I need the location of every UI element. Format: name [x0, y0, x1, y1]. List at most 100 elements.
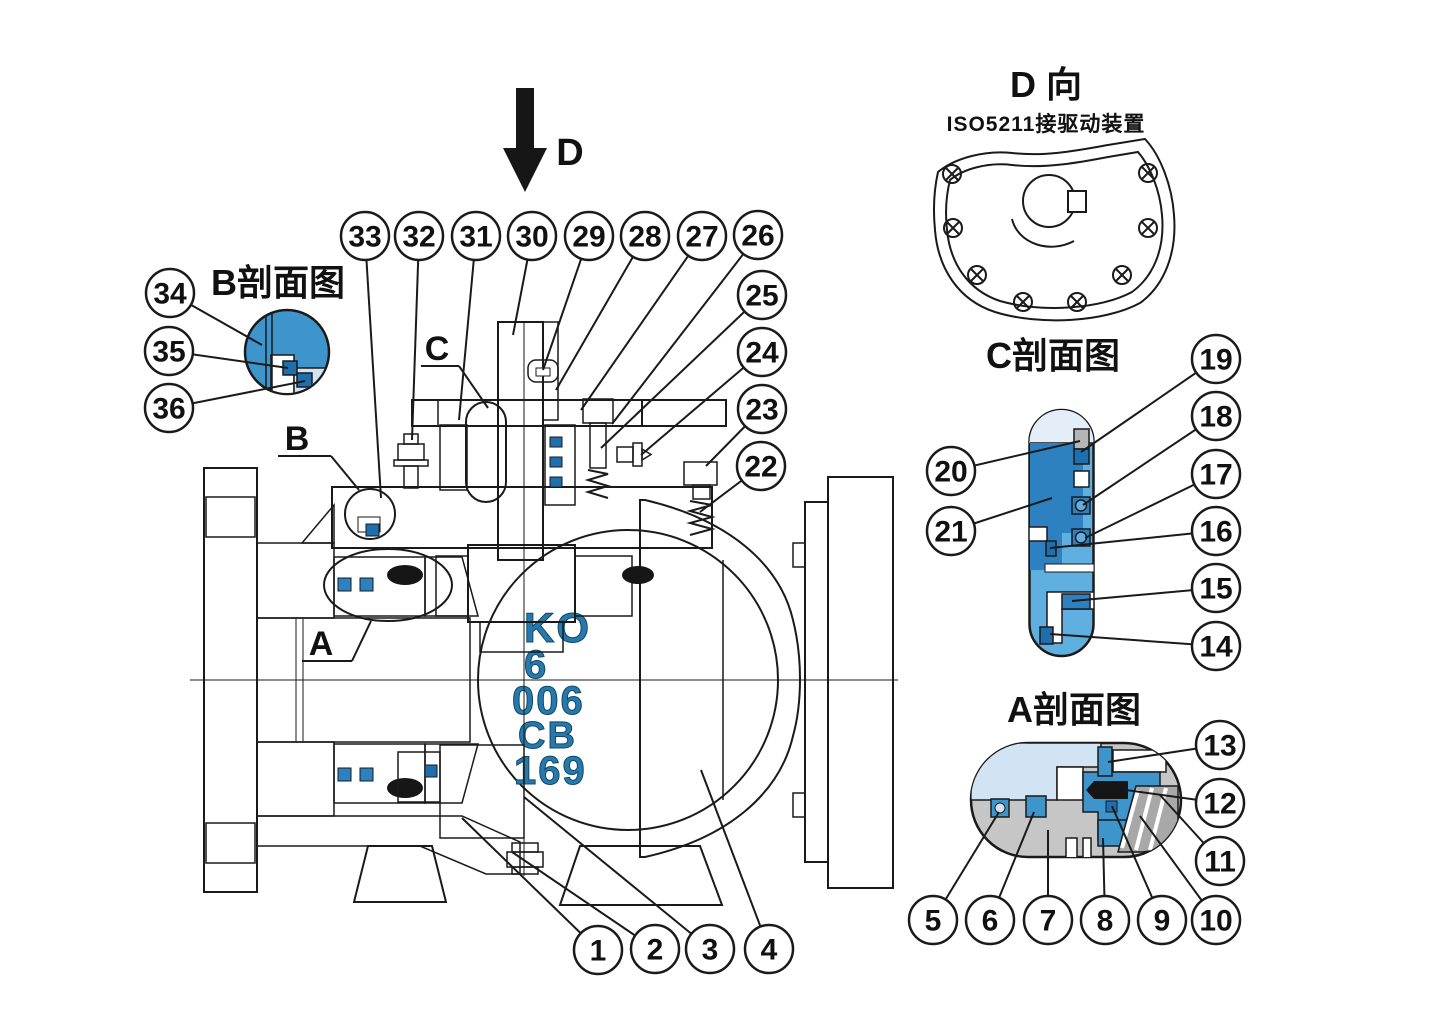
balloon-27: 27	[676, 210, 728, 262]
svg-text:11: 11	[1204, 846, 1236, 879]
bolt-hole	[942, 164, 962, 184]
svg-text:8: 8	[1097, 905, 1114, 938]
a-item-o-ring	[994, 802, 1006, 814]
svg-text:2: 2	[647, 934, 664, 967]
balloon-21: 21	[925, 505, 977, 557]
bolt-hole	[1138, 218, 1158, 238]
d-view-stem-shoulder	[1011, 218, 1075, 248]
svg-text:32: 32	[402, 221, 435, 254]
detail-a-indicator	[323, 548, 453, 622]
upper-right-o-ring-black	[622, 566, 654, 584]
arrow-label: D	[556, 132, 583, 174]
upper-seat	[333, 556, 479, 617]
seat-o-ring-black	[387, 565, 423, 585]
svg-text:15: 15	[1199, 573, 1232, 606]
mounting-plate-right	[641, 399, 727, 427]
leader-line-14	[1049, 633, 1217, 647]
ball-marking-1: KO	[524, 604, 591, 651]
d-view-flange-inner	[945, 150, 1164, 309]
stem	[497, 321, 544, 561]
svg-text:9: 9	[1154, 905, 1171, 938]
b-item-36	[296, 372, 313, 388]
d-direction-arrow: D	[503, 88, 584, 192]
svg-text:18: 18	[1199, 401, 1232, 434]
balloon-15: 15	[1190, 562, 1242, 614]
d-view-title: D 向	[1010, 64, 1082, 105]
label-b-group: B	[278, 420, 360, 491]
ball-marking-2: 6	[524, 643, 548, 687]
bolt-hole	[967, 265, 987, 285]
svg-text:4: 4	[761, 934, 778, 967]
svg-text:16: 16	[1199, 516, 1232, 549]
leader-line-33	[364, 235, 382, 499]
body-stud-with-washer	[683, 461, 718, 536]
balloon-16: 16	[1190, 505, 1242, 557]
leader-line-31	[458, 235, 477, 421]
d-view-flange-outer	[933, 137, 1176, 322]
support-foot-left	[352, 845, 448, 903]
balloon-35: 35	[143, 325, 195, 377]
bolt-hole	[1112, 265, 1132, 285]
balloon-19: 19	[1190, 333, 1242, 385]
balloon-5: 5	[907, 894, 959, 946]
svg-text:6: 6	[982, 905, 999, 938]
balloon-31: 31	[450, 210, 502, 262]
a-item-bolt-black	[1086, 781, 1128, 799]
leader-line-2	[511, 851, 656, 950]
leader-line-16	[1049, 530, 1217, 549]
balloon-28: 28	[619, 210, 671, 262]
svg-text:14: 14	[1199, 631, 1233, 664]
svg-text:29: 29	[572, 221, 605, 254]
seat-seal-1	[337, 577, 352, 592]
right-flange	[827, 476, 894, 889]
left-flange-bolt-pocket-bottom	[205, 822, 256, 864]
balloon-20: 20	[925, 445, 977, 497]
support-foot-right	[558, 845, 724, 906]
leader-line-24	[640, 351, 763, 456]
bolt-hole	[1013, 292, 1033, 312]
left-flange-bolt-pocket-top	[205, 496, 256, 538]
detail-c-indicator	[465, 401, 507, 503]
balloon-26: 26	[732, 209, 784, 261]
svg-text:26: 26	[741, 220, 774, 253]
leader-line-18	[1082, 415, 1217, 506]
svg-text:10: 10	[1199, 905, 1232, 938]
svg-text:24: 24	[745, 337, 779, 370]
detail-b-indicator	[344, 488, 396, 540]
leader-line-25	[600, 294, 763, 449]
c-section-view: C剖面图	[986, 335, 1120, 658]
balloon-22: 22	[735, 440, 787, 492]
left-body-bottom	[256, 815, 521, 875]
d-view-bolt-holes	[942, 163, 1158, 312]
leader-line-19	[1080, 358, 1217, 453]
d-view-subtitle: ISO5211接驱动装置	[947, 113, 1146, 136]
d-view-keyway	[1067, 190, 1087, 213]
balloon-8: 8	[1079, 894, 1131, 946]
c-item-seal-ring-1	[1074, 499, 1088, 512]
balloon-17: 17	[1190, 448, 1242, 500]
seat-seal-2	[359, 577, 374, 592]
leader-line-3	[523, 796, 711, 950]
stem-bearing	[479, 621, 564, 653]
balloon-25: 25	[736, 269, 788, 321]
balloon-12: 12	[1194, 777, 1246, 829]
balloon-29: 29	[563, 210, 615, 262]
balloon-10: 10	[1190, 894, 1242, 946]
label-a-group: A	[302, 620, 372, 663]
c-item-gland-pin	[1073, 428, 1090, 450]
bolt-hole	[1067, 292, 1087, 312]
svg-text:17: 17	[1199, 459, 1232, 492]
right-body	[639, 499, 802, 858]
svg-text:30: 30	[515, 221, 548, 254]
stop-pin	[527, 359, 559, 383]
svg-text:20: 20	[934, 456, 967, 489]
left-body-shoulder	[300, 502, 335, 544]
svg-text:27: 27	[685, 221, 718, 254]
leader-line-1	[461, 817, 599, 951]
lower-seat-o-ring-black	[387, 778, 423, 798]
svg-text:19: 19	[1199, 344, 1232, 377]
svg-text:35: 35	[152, 336, 185, 369]
balloon-11: 11	[1194, 835, 1246, 887]
label-c: C	[425, 330, 450, 368]
